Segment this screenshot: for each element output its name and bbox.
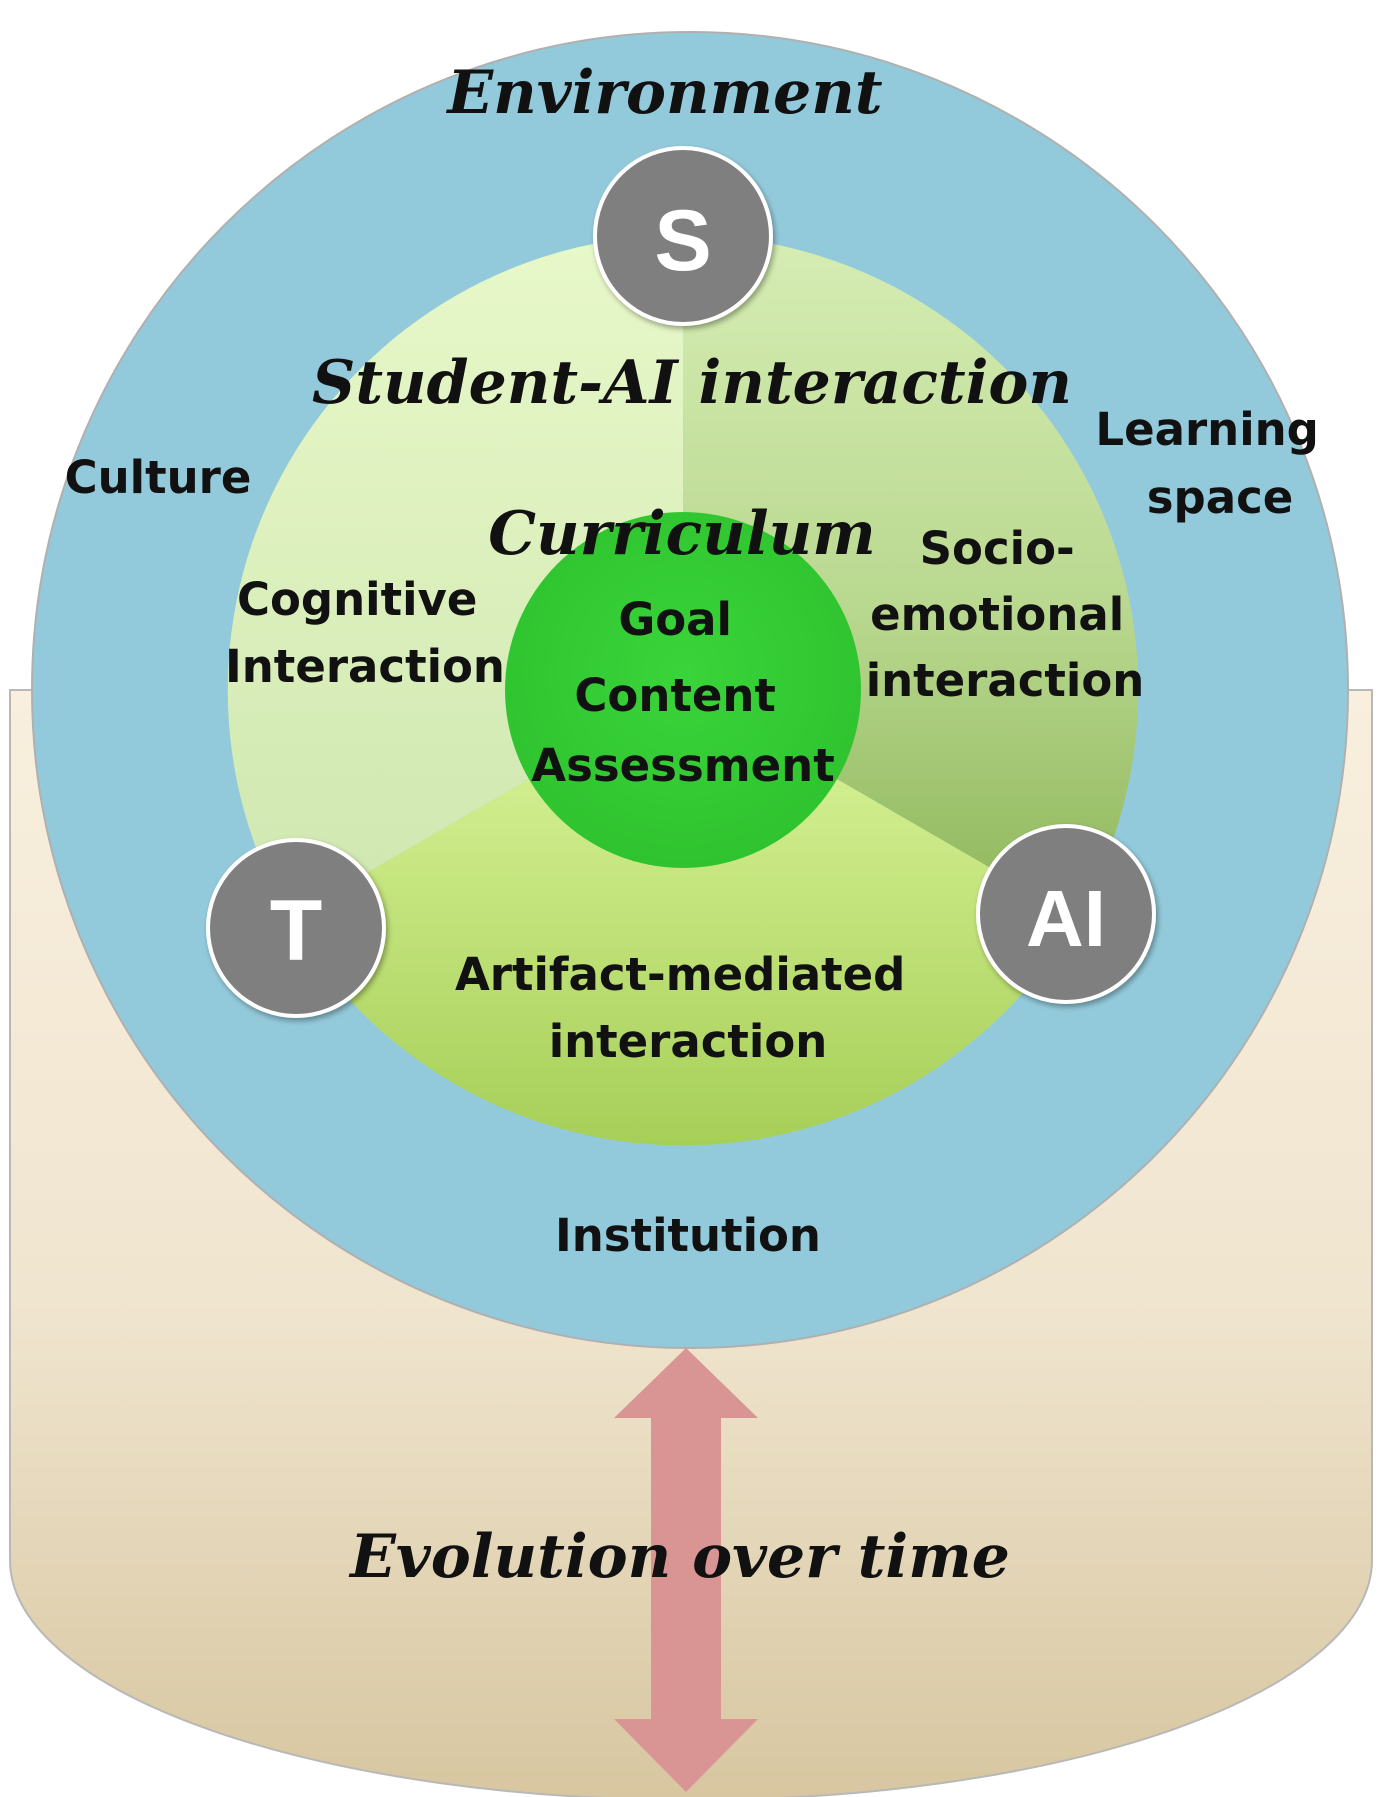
learning-space-label: Learning space [1095,403,1334,524]
ai-node-label: AI [1026,874,1106,963]
curriculum-content: Content [574,669,776,722]
evolution-arrow [614,1348,758,1792]
teacher-node: T [206,838,386,1018]
teacher-node-label: T [270,883,323,979]
institution-label: Institution [555,1209,821,1262]
artifact-mediated-sector [289,690,1077,1146]
student-node-label: S [654,193,711,289]
artifact-mediated-interaction-label: Artifact-mediated interaction [455,948,921,1068]
culture-label: Culture [65,451,252,504]
curriculum-goal: Goal [618,593,732,646]
curriculum-title: Curriculum [488,499,875,569]
socio-emotional-interaction-label: Socio- emotional interaction [866,522,1145,707]
curriculum-items: Goal Content Assessment [531,593,834,792]
interaction-circle [227,234,1139,1146]
curriculum-assessment: Assessment [531,739,834,792]
interaction-title: Student-AI interaction [312,348,1072,418]
cognitive-interaction-label: Cognitive Interaction [225,573,505,693]
evolution-label: Evolution over time [348,1522,1010,1592]
student-node: S [593,146,773,326]
ai-node: AI [976,824,1156,1004]
environment-title: Environment [445,58,883,128]
curriculum-core [505,512,861,868]
